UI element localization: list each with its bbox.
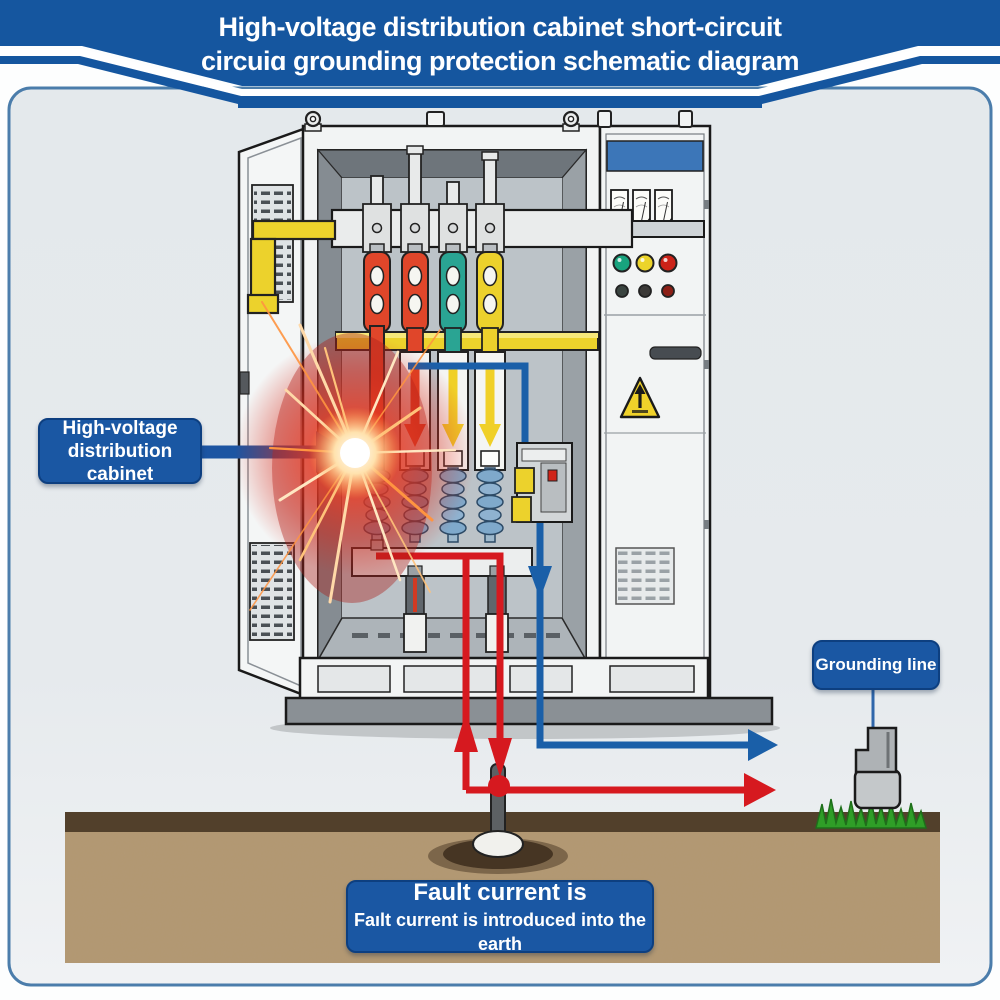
- grass: [815, 798, 928, 829]
- indicator-lamps: [612, 253, 678, 273]
- blue-right-arrowhead: [748, 729, 778, 761]
- fault-junction-dot: [488, 775, 510, 797]
- page-title-line2: circuiɑ grounding protection schematic d…: [200, 46, 800, 76]
- mid-busbar-highlight: [336, 333, 598, 338]
- relay-terminal: [514, 467, 535, 494]
- right-vent-grille: [615, 547, 675, 605]
- door-vent-grille-bottom: [249, 542, 295, 641]
- panel-handle: [649, 346, 702, 360]
- busbar-assembly: [327, 145, 705, 253]
- red-down-arrowhead: [488, 738, 512, 777]
- label-high-voltage-cabinet: High-voltage distribution cabinet: [38, 417, 202, 485]
- right-panel-header-strip: [606, 140, 704, 172]
- label-fault-line1: Fault current is: [413, 878, 587, 906]
- label-cabinet-line1: High-voltage: [62, 417, 178, 439]
- door-handle: [239, 371, 250, 395]
- label-cabinet-line2: distribution cabinet: [67, 440, 173, 485]
- label-fault-current: Fault current is Faılt current is introd…: [346, 878, 654, 954]
- grounding-clamp: [853, 690, 902, 810]
- spark-burst-icon: [235, 301, 475, 611]
- warning-triangle-icon: [619, 376, 661, 419]
- label-grounding-text: Grounding line: [815, 655, 937, 674]
- relay-terminal: [511, 496, 532, 523]
- grounding-current-path: [408, 362, 778, 761]
- red-right-arrowhead: [744, 773, 776, 807]
- incoming-busbar-yellow: [246, 219, 337, 315]
- blue-down-arrowhead: [528, 566, 552, 599]
- cabinet-base: [284, 656, 774, 726]
- red-up-arrowhead: [454, 712, 478, 752]
- title-banner: [0, 0, 1000, 108]
- lifting-lugs: [303, 110, 693, 133]
- floor-slots: [352, 633, 560, 638]
- label-fault-line2: Faılt current is introduced into the ear…: [353, 909, 647, 954]
- protection-relay: [511, 442, 573, 523]
- control-buttons: [615, 284, 675, 298]
- page-title-line1: High-voltage distribution cabinet short-…: [218, 12, 782, 42]
- label-grounding-line: Grounding line: [812, 640, 940, 690]
- page-title: High-voltage distribution cabinet short-…: [0, 10, 1000, 78]
